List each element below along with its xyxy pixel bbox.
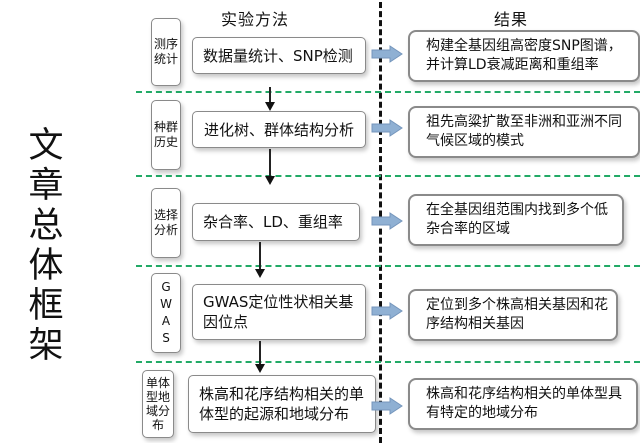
- down-arrow-icon: [255, 242, 265, 278]
- row-2-category-label: 种群历史: [151, 100, 181, 170]
- side-title: 文章总体框架: [28, 126, 64, 366]
- right-arrow-icon: [371, 45, 403, 63]
- down-arrow-icon: [265, 87, 275, 111]
- row-3-method-box: 杂合率、LD、重组率: [192, 203, 360, 241]
- row-4-category-label: GWAS: [151, 273, 181, 353]
- row-5-method-box: 株高和花序结构相关的单体型的起源和地域分布: [188, 375, 376, 433]
- section-divider-1: [136, 91, 640, 93]
- row-2-method-box: 进化树、群体结构分析: [192, 111, 366, 148]
- row-3-category-label: 选择分析: [151, 188, 181, 258]
- row-4-result-box: 定位到多个株高相关基因和花序结构相关基因: [408, 289, 618, 341]
- down-arrow-icon: [255, 341, 265, 373]
- row-1-method-box: 数据量统计、SNP检测: [192, 37, 366, 74]
- section-divider-2: [136, 175, 640, 177]
- row-2-result-box: 祖先高粱扩散至非洲和亚洲不同气候区域的模式: [408, 106, 640, 158]
- section-divider-4: [136, 361, 640, 363]
- row-1-result-box: 构建全基因组高密度SNP图谱，并计算LD衰减距离和重组率: [408, 30, 640, 82]
- result-column-header: 结果: [494, 10, 529, 29]
- section-divider-3: [136, 265, 640, 267]
- row-3-result-box: 在全基因组范围内找到多个低杂合率的区域: [408, 194, 624, 246]
- down-arrow-icon: [265, 149, 275, 185]
- row-5-category-label: 单体型地域分布: [142, 370, 174, 438]
- row-4-method-box: GWAS定位性状相关基因位点: [192, 284, 366, 340]
- row-1-category-label: 测序统计: [151, 18, 181, 86]
- right-arrow-icon: [371, 397, 403, 415]
- method-column-header: 实验方法: [221, 10, 290, 29]
- right-arrow-icon: [371, 119, 403, 137]
- right-arrow-icon: [371, 302, 403, 320]
- row-5-result-box: 株高和花序结构相关的单体型具有特定的地域分布: [408, 378, 638, 430]
- right-arrow-icon: [371, 212, 403, 230]
